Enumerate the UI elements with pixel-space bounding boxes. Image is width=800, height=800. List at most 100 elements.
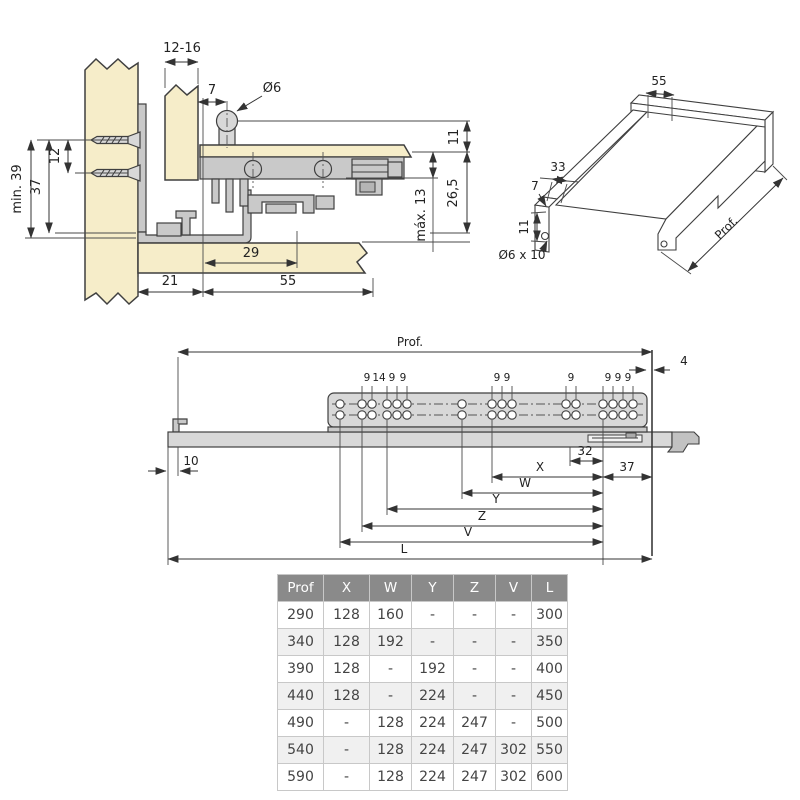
cell: 128 bbox=[323, 628, 370, 656]
dim-hole-height: 11 bbox=[517, 219, 531, 234]
drawing-sheet: 12-16 7 Ø6 12 37 min. 39 11 máx. 13 26,5… bbox=[10, 41, 788, 565]
cell: - bbox=[411, 628, 454, 656]
front-hook bbox=[172, 418, 188, 433]
cell: 224 bbox=[411, 682, 454, 710]
cell: 550 bbox=[531, 736, 568, 764]
cell: - bbox=[453, 628, 496, 656]
rear-bracket bbox=[666, 431, 700, 453]
dim-back-gap: 4 bbox=[680, 354, 688, 368]
front-fixing-hole bbox=[540, 231, 550, 241]
hole-dim: 9 bbox=[494, 372, 501, 384]
cell: 490 bbox=[277, 709, 324, 737]
cell: - bbox=[495, 709, 532, 737]
dim-pin-diameter: Ø6 bbox=[263, 81, 282, 96]
cell: - bbox=[323, 763, 370, 791]
col-header-x: X bbox=[323, 574, 370, 602]
dim-min-height: min. 39 bbox=[10, 164, 25, 213]
table-row: 340 128 192 - - - 350 bbox=[277, 628, 568, 656]
dim-z: Z bbox=[478, 509, 486, 523]
dim-v: V bbox=[464, 525, 473, 539]
dim-w: W bbox=[519, 476, 531, 490]
cell: 350 bbox=[531, 628, 568, 656]
dim-hole-spec: Ø6 x 10 bbox=[498, 248, 545, 262]
cell: 224 bbox=[411, 763, 454, 791]
cell: 128 bbox=[369, 763, 412, 791]
rail-flange bbox=[327, 426, 648, 433]
dim-bottom-height: 26,5 bbox=[446, 179, 461, 208]
drawer-bottom-board bbox=[199, 144, 413, 158]
table-row: 290 128 160 - - - 300 bbox=[277, 601, 568, 629]
col-header-v: V bbox=[495, 574, 532, 602]
dim-rear-span: 37 bbox=[619, 460, 634, 474]
cell: 160 bbox=[369, 601, 412, 629]
mounting-rail bbox=[327, 392, 648, 428]
cell: 340 bbox=[277, 628, 324, 656]
slide-mechanism bbox=[199, 156, 405, 214]
hole-dim: 9 bbox=[400, 372, 407, 384]
cell: 390 bbox=[277, 655, 324, 683]
dim-front-offset-side: 10 bbox=[183, 454, 198, 468]
latch-tab bbox=[625, 432, 637, 439]
col-header-y: Y bbox=[411, 574, 454, 602]
table-row: 490 - 128 224 247 - 500 bbox=[277, 709, 568, 737]
cell: - bbox=[495, 628, 532, 656]
cell: - bbox=[453, 682, 496, 710]
dim-screw-spacing: 12 bbox=[48, 148, 63, 165]
dim-55: 55 bbox=[280, 274, 297, 289]
dimension-table: Prof X W Y Z V L 290 128 160 - - - 300 3… bbox=[277, 574, 568, 791]
dim-21: 21 bbox=[162, 274, 179, 289]
cross-section-view: 12-16 7 Ø6 12 37 min. 39 11 máx. 13 26,5… bbox=[10, 41, 471, 306]
hole-dim: 9 bbox=[568, 372, 575, 384]
iso-dimensions: 55 33 7 11 Ø6 x 10 Prof. bbox=[498, 74, 788, 275]
dim-panel-thickness: 12-16 bbox=[163, 41, 201, 56]
cell: 290 bbox=[277, 601, 324, 629]
front-clip bbox=[175, 210, 197, 236]
cell: 590 bbox=[277, 763, 324, 791]
cabinet-bottom-board bbox=[137, 242, 369, 274]
cell: 192 bbox=[369, 628, 412, 656]
dim-front-offset: 7 bbox=[208, 83, 216, 98]
cell: 128 bbox=[369, 736, 412, 764]
col-header-l: L bbox=[531, 574, 568, 602]
cell: - bbox=[453, 655, 496, 683]
cell: 247 bbox=[453, 709, 496, 737]
cell: 247 bbox=[453, 736, 496, 764]
hole-dim: 14 bbox=[372, 372, 386, 384]
cell: 224 bbox=[411, 709, 454, 737]
table-header-row: Prof X W Y Z V L bbox=[277, 574, 568, 602]
cabinet-side-panel bbox=[84, 57, 139, 306]
cell: 302 bbox=[495, 763, 532, 791]
dim-depth-side: Prof. bbox=[397, 335, 423, 349]
dim-l: L bbox=[401, 542, 408, 556]
dim-y: Y bbox=[491, 492, 500, 506]
cell: 302 bbox=[495, 736, 532, 764]
cell: 500 bbox=[531, 709, 568, 737]
hole-dim: 9 bbox=[625, 372, 632, 384]
dim-x: X bbox=[536, 460, 544, 474]
table-row: 440 128 - 224 - - 450 bbox=[277, 682, 568, 710]
mounting-holes bbox=[335, 399, 638, 420]
cell: 128 bbox=[323, 682, 370, 710]
hole-spacing-dimensions: 9 14 9 9 9 9 9 9 9 9 bbox=[361, 372, 634, 399]
dim-top-gap: 11 bbox=[447, 129, 462, 146]
dim-catch-width: 55 bbox=[651, 74, 666, 88]
cell: - bbox=[411, 601, 454, 629]
cell: 224 bbox=[411, 736, 454, 764]
dimension-table-container: Prof X W Y Z V L 290 128 160 - - - 300 3… bbox=[277, 574, 568, 791]
table-row: 390 128 - 192 - - 400 bbox=[277, 655, 568, 683]
foot-block bbox=[156, 222, 182, 237]
cell: 600 bbox=[531, 763, 568, 791]
table-row: 540 - 128 224 247 302 550 bbox=[277, 736, 568, 764]
cell: 247 bbox=[453, 763, 496, 791]
hole-dim: 9 bbox=[615, 372, 622, 384]
side-fixing-hole bbox=[660, 240, 668, 248]
hole-dim: 9 bbox=[504, 372, 511, 384]
col-header-prof: Prof bbox=[277, 574, 324, 602]
cell: 128 bbox=[323, 655, 370, 683]
dim-max-adjust: máx. 13 bbox=[414, 188, 429, 241]
dim-29: 29 bbox=[243, 246, 260, 261]
cell: - bbox=[323, 709, 370, 737]
hole-dim: 9 bbox=[364, 372, 371, 384]
col-header-z: Z bbox=[453, 574, 496, 602]
col-header-w: W bbox=[369, 574, 412, 602]
